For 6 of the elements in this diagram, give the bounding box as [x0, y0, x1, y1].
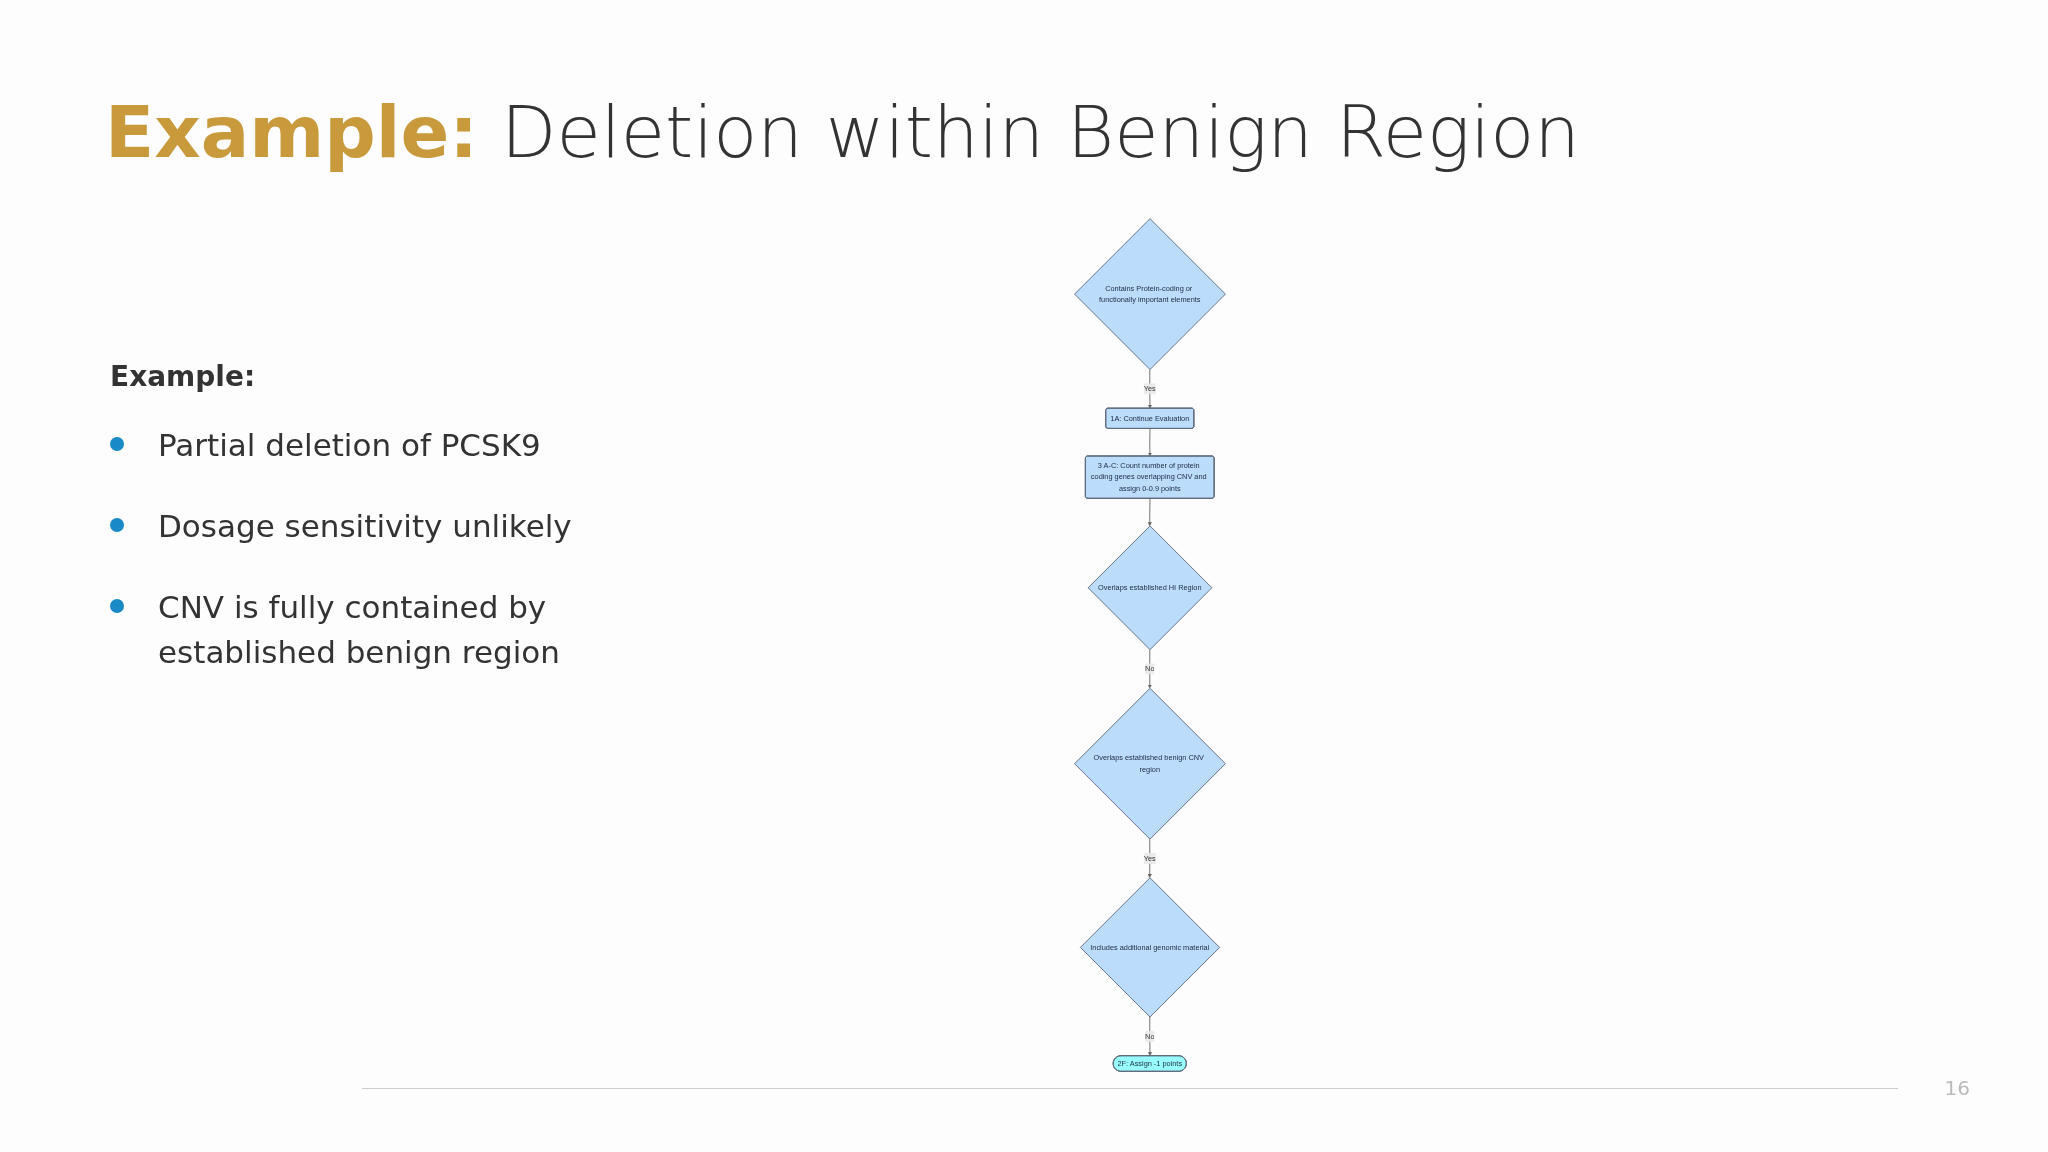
bullet-text: Partial deletion of PCSK9 [158, 426, 541, 465]
bullet-text: Dosage sensitivity unlikely [158, 507, 572, 546]
bullet-text: CNV is fully contained by established benign region [158, 588, 561, 672]
section-heading: Example: [110, 360, 256, 393]
slide-title: Example: Deletion within Benign Region [105, 90, 1580, 174]
page-number: 16 [1944, 1076, 1970, 1100]
